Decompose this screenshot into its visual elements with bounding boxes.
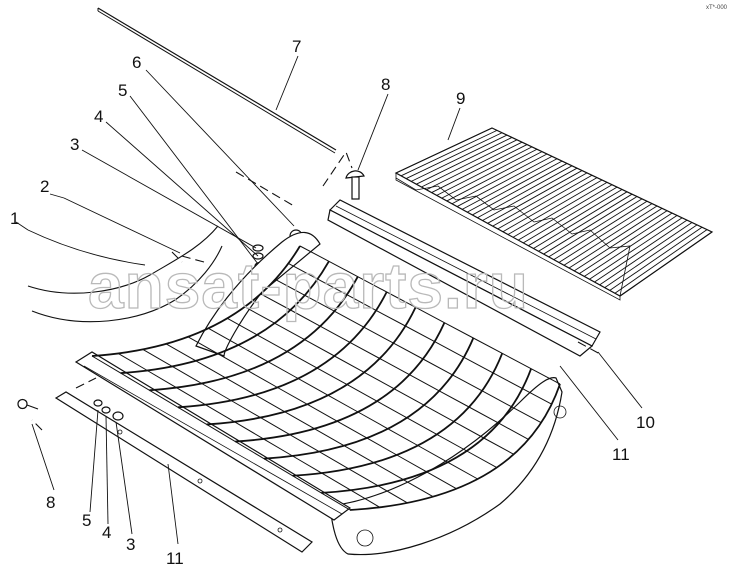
callout-2: 2 bbox=[40, 177, 49, 196]
callout-5-lower: 5 bbox=[82, 511, 91, 530]
sieve-slat bbox=[568, 207, 663, 269]
sieve-slat bbox=[421, 139, 518, 188]
callout-3-lower: 3 bbox=[126, 535, 135, 554]
grate-rib bbox=[206, 306, 417, 426]
bolt-part-8 bbox=[345, 170, 365, 200]
sieve-slat bbox=[523, 186, 618, 244]
callout-5: 5 bbox=[118, 81, 127, 100]
leader-lines bbox=[15, 55, 643, 545]
sieve-slat bbox=[573, 210, 668, 272]
grate-rail bbox=[275, 278, 542, 424]
angle-strip-part-11 bbox=[327, 199, 601, 357]
sieve-slat bbox=[614, 229, 708, 294]
callout-labels: 1 2 3 4 5 6 7 8 9 10 11 8 5 4 3 11 bbox=[10, 37, 655, 568]
grate-rail bbox=[165, 343, 434, 498]
grate-rib bbox=[263, 337, 475, 460]
grate-rail bbox=[260, 293, 529, 440]
sieve-slat bbox=[558, 203, 653, 263]
assembly-guides bbox=[31, 150, 601, 431]
sieve-slat bbox=[482, 167, 578, 221]
sieve-slat bbox=[416, 137, 513, 185]
grate-rib bbox=[292, 353, 504, 477]
sieve-slat bbox=[456, 155, 553, 207]
sieve-slat bbox=[512, 181, 608, 238]
callout-4-lower: 4 bbox=[102, 523, 111, 542]
sieve-slat bbox=[604, 224, 698, 288]
sieve-slat bbox=[609, 226, 703, 291]
grate-rail bbox=[288, 262, 552, 405]
grate-rail bbox=[299, 245, 561, 385]
sieve-slat bbox=[538, 193, 633, 252]
curved-bars-part-1-2 bbox=[27, 225, 223, 323]
grate-rail bbox=[227, 317, 498, 469]
sieve-slat bbox=[405, 132, 503, 179]
watermark-text: ansat-parts.ru bbox=[88, 250, 529, 322]
grate-rail bbox=[187, 336, 457, 490]
grate-rib bbox=[91, 245, 301, 357]
rod-part-7 bbox=[97, 7, 337, 154]
sieve-slat bbox=[441, 148, 538, 199]
sieve-slat bbox=[461, 158, 558, 210]
sieve-slat bbox=[599, 222, 693, 286]
sieve-slat bbox=[579, 212, 673, 275]
sieve-slat bbox=[411, 134, 508, 182]
sieve-slat bbox=[492, 172, 588, 227]
sieve-panel-part-9 bbox=[394, 127, 714, 301]
sieve-slat bbox=[619, 231, 713, 297]
grate-rib bbox=[349, 383, 561, 511]
grate-rail bbox=[244, 306, 514, 455]
sieve-slat bbox=[543, 196, 638, 255]
callout-11: 11 bbox=[612, 445, 630, 464]
grate-rib bbox=[321, 368, 532, 494]
callout-4: 4 bbox=[94, 107, 103, 126]
callout-10: 10 bbox=[636, 413, 655, 432]
sieve-slat bbox=[502, 177, 598, 233]
sieve-slat bbox=[431, 144, 528, 193]
sieve-slat bbox=[507, 179, 603, 235]
sieve-slat bbox=[533, 191, 628, 249]
grate-rib bbox=[120, 260, 330, 375]
sieve-slat bbox=[563, 205, 658, 266]
grate-rib bbox=[149, 276, 359, 392]
sieve-slat bbox=[487, 170, 583, 224]
sieve-slat bbox=[497, 174, 593, 230]
grate-rail bbox=[117, 352, 381, 508]
sieve-slat bbox=[472, 163, 568, 216]
concave-grate bbox=[74, 231, 567, 556]
callout-11-lower: 11 bbox=[166, 549, 184, 568]
sieve-slat bbox=[446, 151, 543, 202]
grate-rail bbox=[142, 348, 408, 504]
sieve-slat bbox=[426, 141, 523, 191]
reference-code: xT*-000 bbox=[706, 5, 728, 11]
callout-9: 9 bbox=[456, 89, 465, 108]
sieve-slat bbox=[548, 198, 643, 258]
fasteners-lower bbox=[17, 398, 124, 421]
callout-8: 8 bbox=[381, 75, 390, 94]
callout-6: 6 bbox=[132, 53, 141, 72]
callout-8-lower: 8 bbox=[46, 493, 55, 512]
flat-strip-part-11 bbox=[54, 391, 313, 553]
callout-3: 3 bbox=[70, 135, 79, 154]
sieve-slat bbox=[528, 189, 623, 247]
sieve-slat bbox=[400, 129, 498, 177]
sieve-slat bbox=[467, 160, 563, 213]
callout-7: 7 bbox=[292, 37, 301, 56]
grate-rail bbox=[91, 355, 351, 511]
sieve-slat bbox=[584, 215, 678, 277]
sieve-slat bbox=[589, 217, 683, 280]
grate-rib bbox=[235, 322, 446, 443]
sieve-slat bbox=[553, 200, 648, 261]
sieve-slat bbox=[451, 153, 548, 205]
sieve-slat bbox=[436, 146, 533, 196]
grate-rib bbox=[177, 291, 388, 409]
sieve-slat bbox=[395, 127, 493, 174]
grate-rail bbox=[208, 327, 478, 480]
callout-1: 1 bbox=[10, 209, 19, 228]
sieve-slat bbox=[594, 219, 688, 283]
sieve-slat bbox=[517, 184, 613, 241]
